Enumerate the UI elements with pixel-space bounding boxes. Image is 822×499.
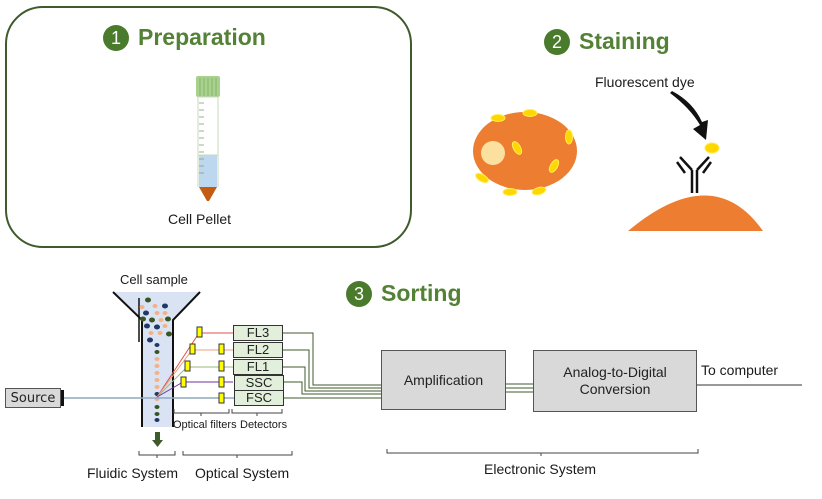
detector-fsc: FSC (234, 390, 284, 406)
step-number-badge: 1 (103, 24, 129, 51)
step-number-badge: 3 (346, 280, 372, 307)
arrow-icon (670, 91, 708, 140)
adc-label-line2: Conversion (579, 381, 651, 397)
detector-fl2: FL2 (233, 342, 283, 358)
optical-system-label: Optical System (195, 465, 290, 481)
preparation-title-text: Preparation (138, 24, 266, 50)
fluidic-system-label: Fluidic System (87, 465, 179, 481)
step-number-badge: 2 (544, 28, 570, 55)
detector-fl1: FL1 (233, 359, 283, 375)
sorting-title-text: Sorting (381, 280, 462, 306)
electronic-system-label: Electronic System (484, 461, 597, 477)
detector-ssc: SSC (234, 375, 284, 391)
cells-in-sample (139, 297, 172, 422)
cell-sample-label: Cell sample (120, 272, 188, 287)
optical-filters (180, 326, 225, 404)
optical-filters-label: Optical filters (173, 419, 237, 431)
amplification-box: Amplification (381, 350, 506, 410)
staining-title: 2 Staining (544, 28, 670, 55)
down-arrow-icon (152, 432, 163, 447)
cell-pellet-label: Cell Pellet (168, 211, 232, 227)
centrifuge-tube-icon (196, 76, 220, 201)
detector-fl3: FL3 (233, 325, 283, 341)
amplification-label: Amplification (403, 371, 484, 388)
fluorescent-dye-label: Fluorescent dye (595, 74, 695, 90)
staining-title-text: Staining (579, 28, 670, 54)
brackets (138, 409, 699, 458)
sorting-title: 3 Sorting (346, 280, 462, 307)
adc-box: Analog-to-Digital Conversion (533, 350, 697, 412)
preparation-title: 1 Preparation (103, 24, 266, 51)
source-box: Source (5, 388, 61, 408)
stained-cell-icon (473, 109, 577, 196)
source-aperture (60, 390, 64, 406)
to-computer-label: To computer (701, 362, 779, 378)
antibody-icon (628, 142, 763, 231)
signal-wires (283, 332, 802, 399)
adc-label-line1: Analog-to-Digital (563, 364, 667, 380)
detectors-label: Detectors (240, 419, 288, 431)
